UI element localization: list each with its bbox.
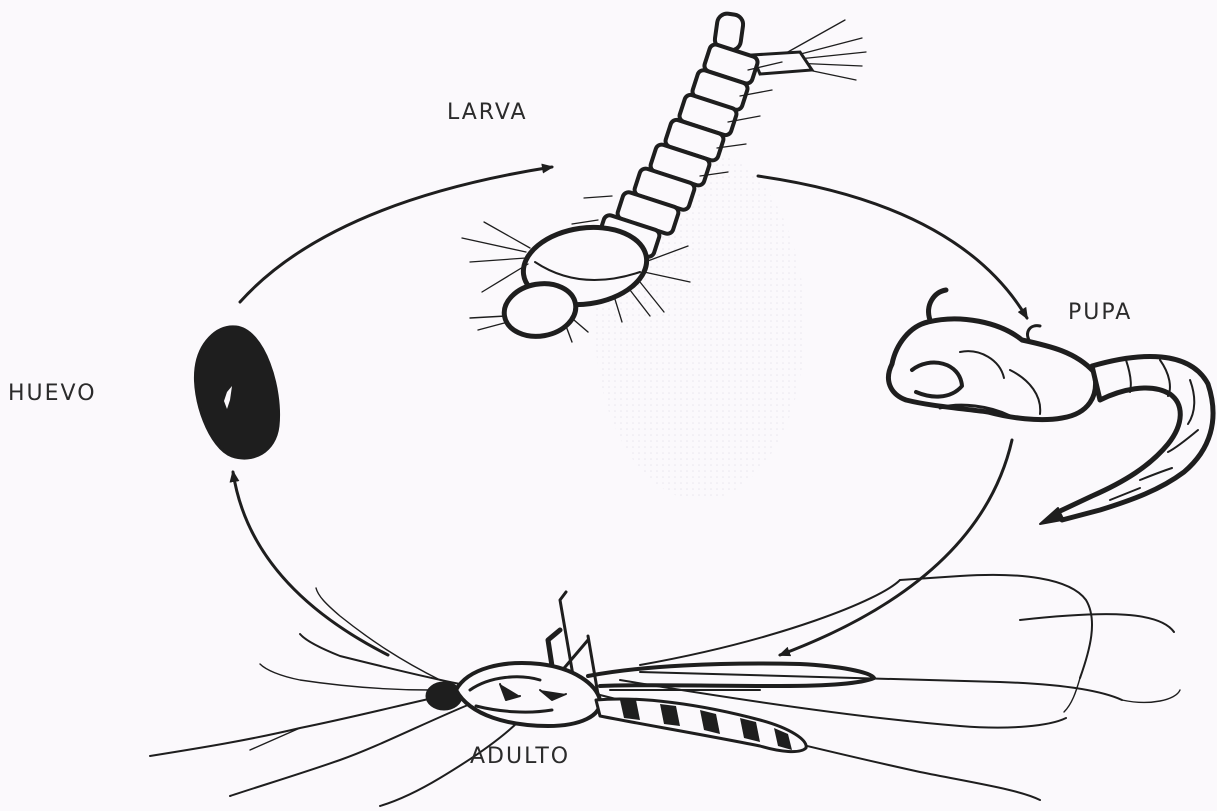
stage-label-pupa: PUPA: [1068, 300, 1132, 325]
arrow-adulto-to-huevo: [233, 472, 388, 655]
pupa-illustration: [888, 290, 1213, 524]
mosquito-illustration: [150, 575, 1180, 806]
stage-label-huevo: HUEVO: [8, 381, 97, 406]
arrow-pupa-to-adulto: [780, 440, 1012, 655]
egg-illustration: [195, 327, 278, 458]
stage-label-larva: LARVA: [447, 100, 528, 125]
stage-label-adulto: ADULTO: [470, 744, 570, 769]
